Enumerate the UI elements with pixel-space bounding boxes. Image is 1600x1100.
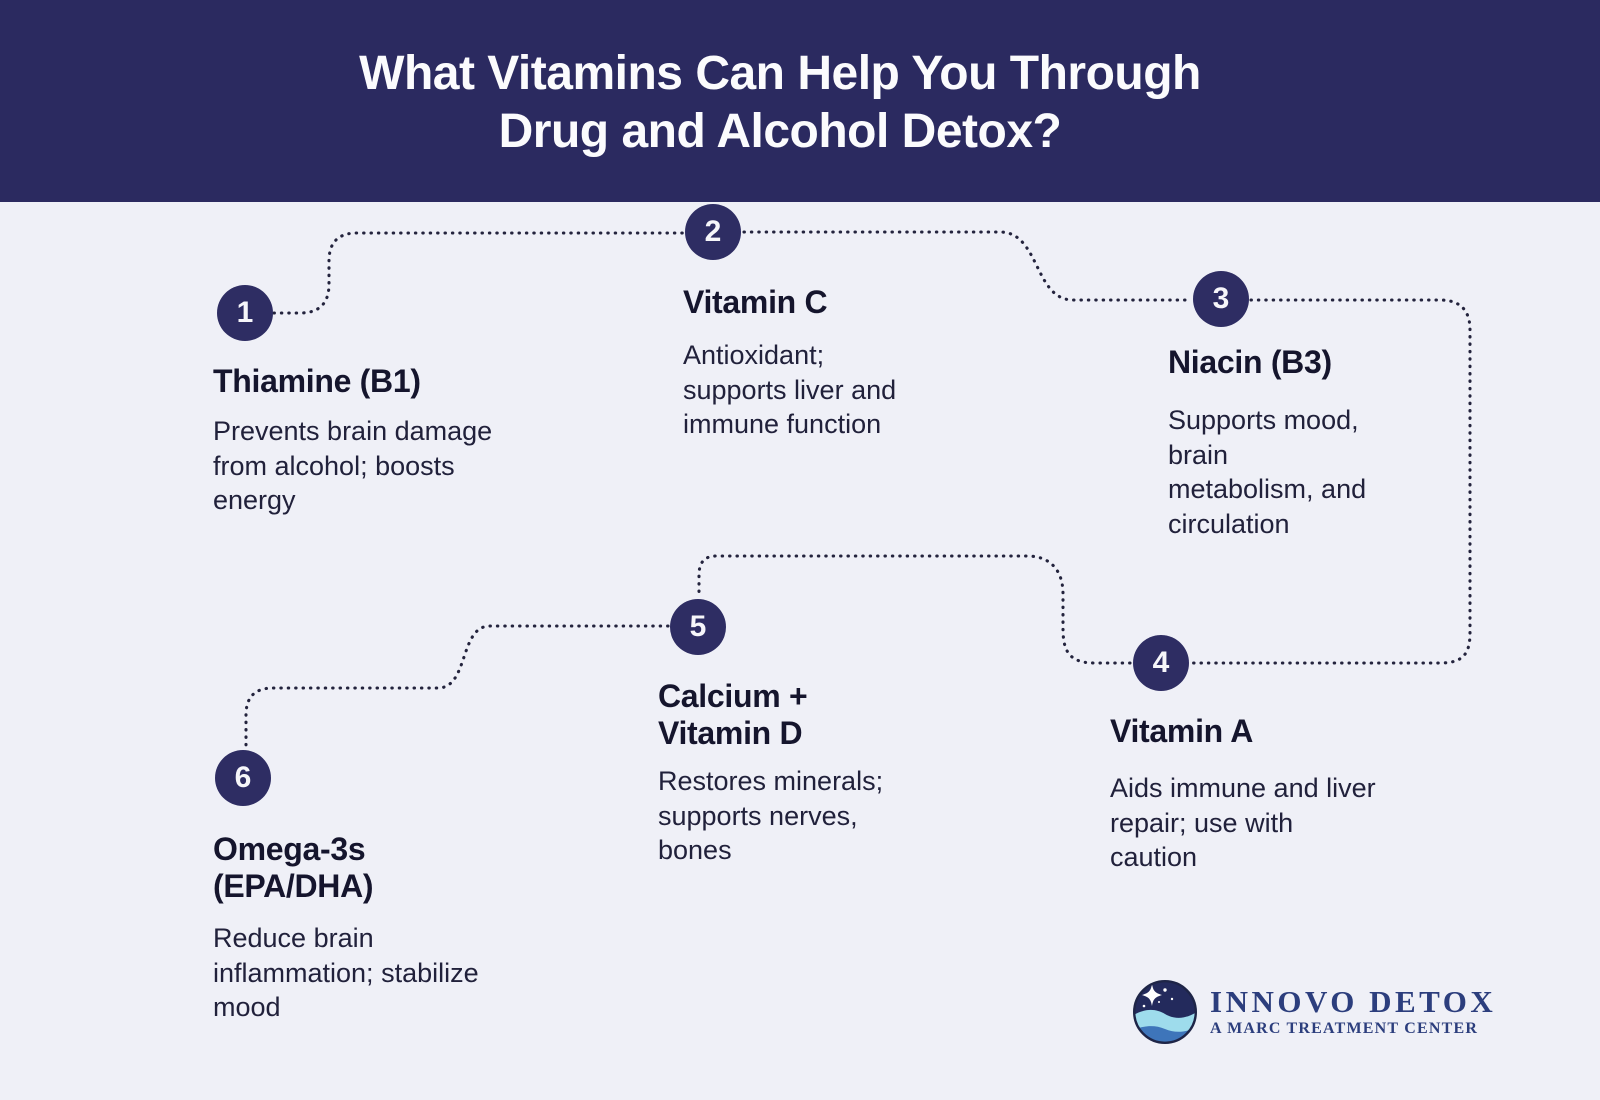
vitamin-description: Restores minerals; supports nerves, bone… <box>658 766 884 865</box>
vitamin-name: Omega-3s (EPA/DHA) <box>213 831 374 904</box>
vitamin-description: Prevents brain damage from alcohol; boos… <box>213 416 493 515</box>
vitamin-name: Niacin (B3) <box>1168 344 1332 380</box>
step-number-badge: 5 <box>670 599 726 655</box>
vitamin-name: Thiamine (B1) <box>213 363 421 399</box>
header-banner: What Vitamins Can Help You Through Drug … <box>0 0 1600 202</box>
vitamin-name: Vitamin C <box>683 284 828 320</box>
logo-text-block: INNOVO DETOX A MARC TREATMENT CENTER <box>1210 986 1496 1038</box>
connector-1-2 <box>272 231 685 315</box>
step-number: 5 <box>689 610 707 643</box>
vitamin-description: Supports mood, brain metabolism, and cir… <box>1168 405 1367 539</box>
page-title: What Vitamins Can Help You Through Drug … <box>359 47 1201 158</box>
step-number: 2 <box>704 215 722 248</box>
step-number: 4 <box>1152 646 1170 679</box>
logo-name: INNOVO DETOX <box>1210 984 1497 1019</box>
step-number-badge: 1 <box>217 285 273 341</box>
step-number: 3 <box>1212 282 1230 315</box>
step-number-badge: 3 <box>1193 271 1249 327</box>
logo-tagline: A MARC TREATMENT CENTER <box>1210 1020 1479 1037</box>
vitamin-description: Aids immune and liver repair; use with c… <box>1110 773 1376 872</box>
step-number-badge: 6 <box>215 750 271 806</box>
brand-logo: INNOVO DETOX A MARC TREATMENT CENTER <box>1131 978 1496 1046</box>
vitamin-name: Calcium + Vitamin D <box>658 678 808 751</box>
step-number: 6 <box>234 761 252 794</box>
vitamin-name: Vitamin A <box>1110 713 1254 749</box>
step-number-badge: 2 <box>685 204 741 260</box>
step-number: 1 <box>236 296 254 329</box>
connector-5-6 <box>244 624 670 750</box>
connector-4-5 <box>697 554 1132 665</box>
vitamin-description: Reduce brain inflammation; stabilize moo… <box>213 923 479 1022</box>
logo-globe-icon <box>1133 980 1197 1044</box>
vitamin-description: Antioxidant; supports liver and immune f… <box>683 340 897 439</box>
step-number-badge: 4 <box>1133 635 1189 691</box>
